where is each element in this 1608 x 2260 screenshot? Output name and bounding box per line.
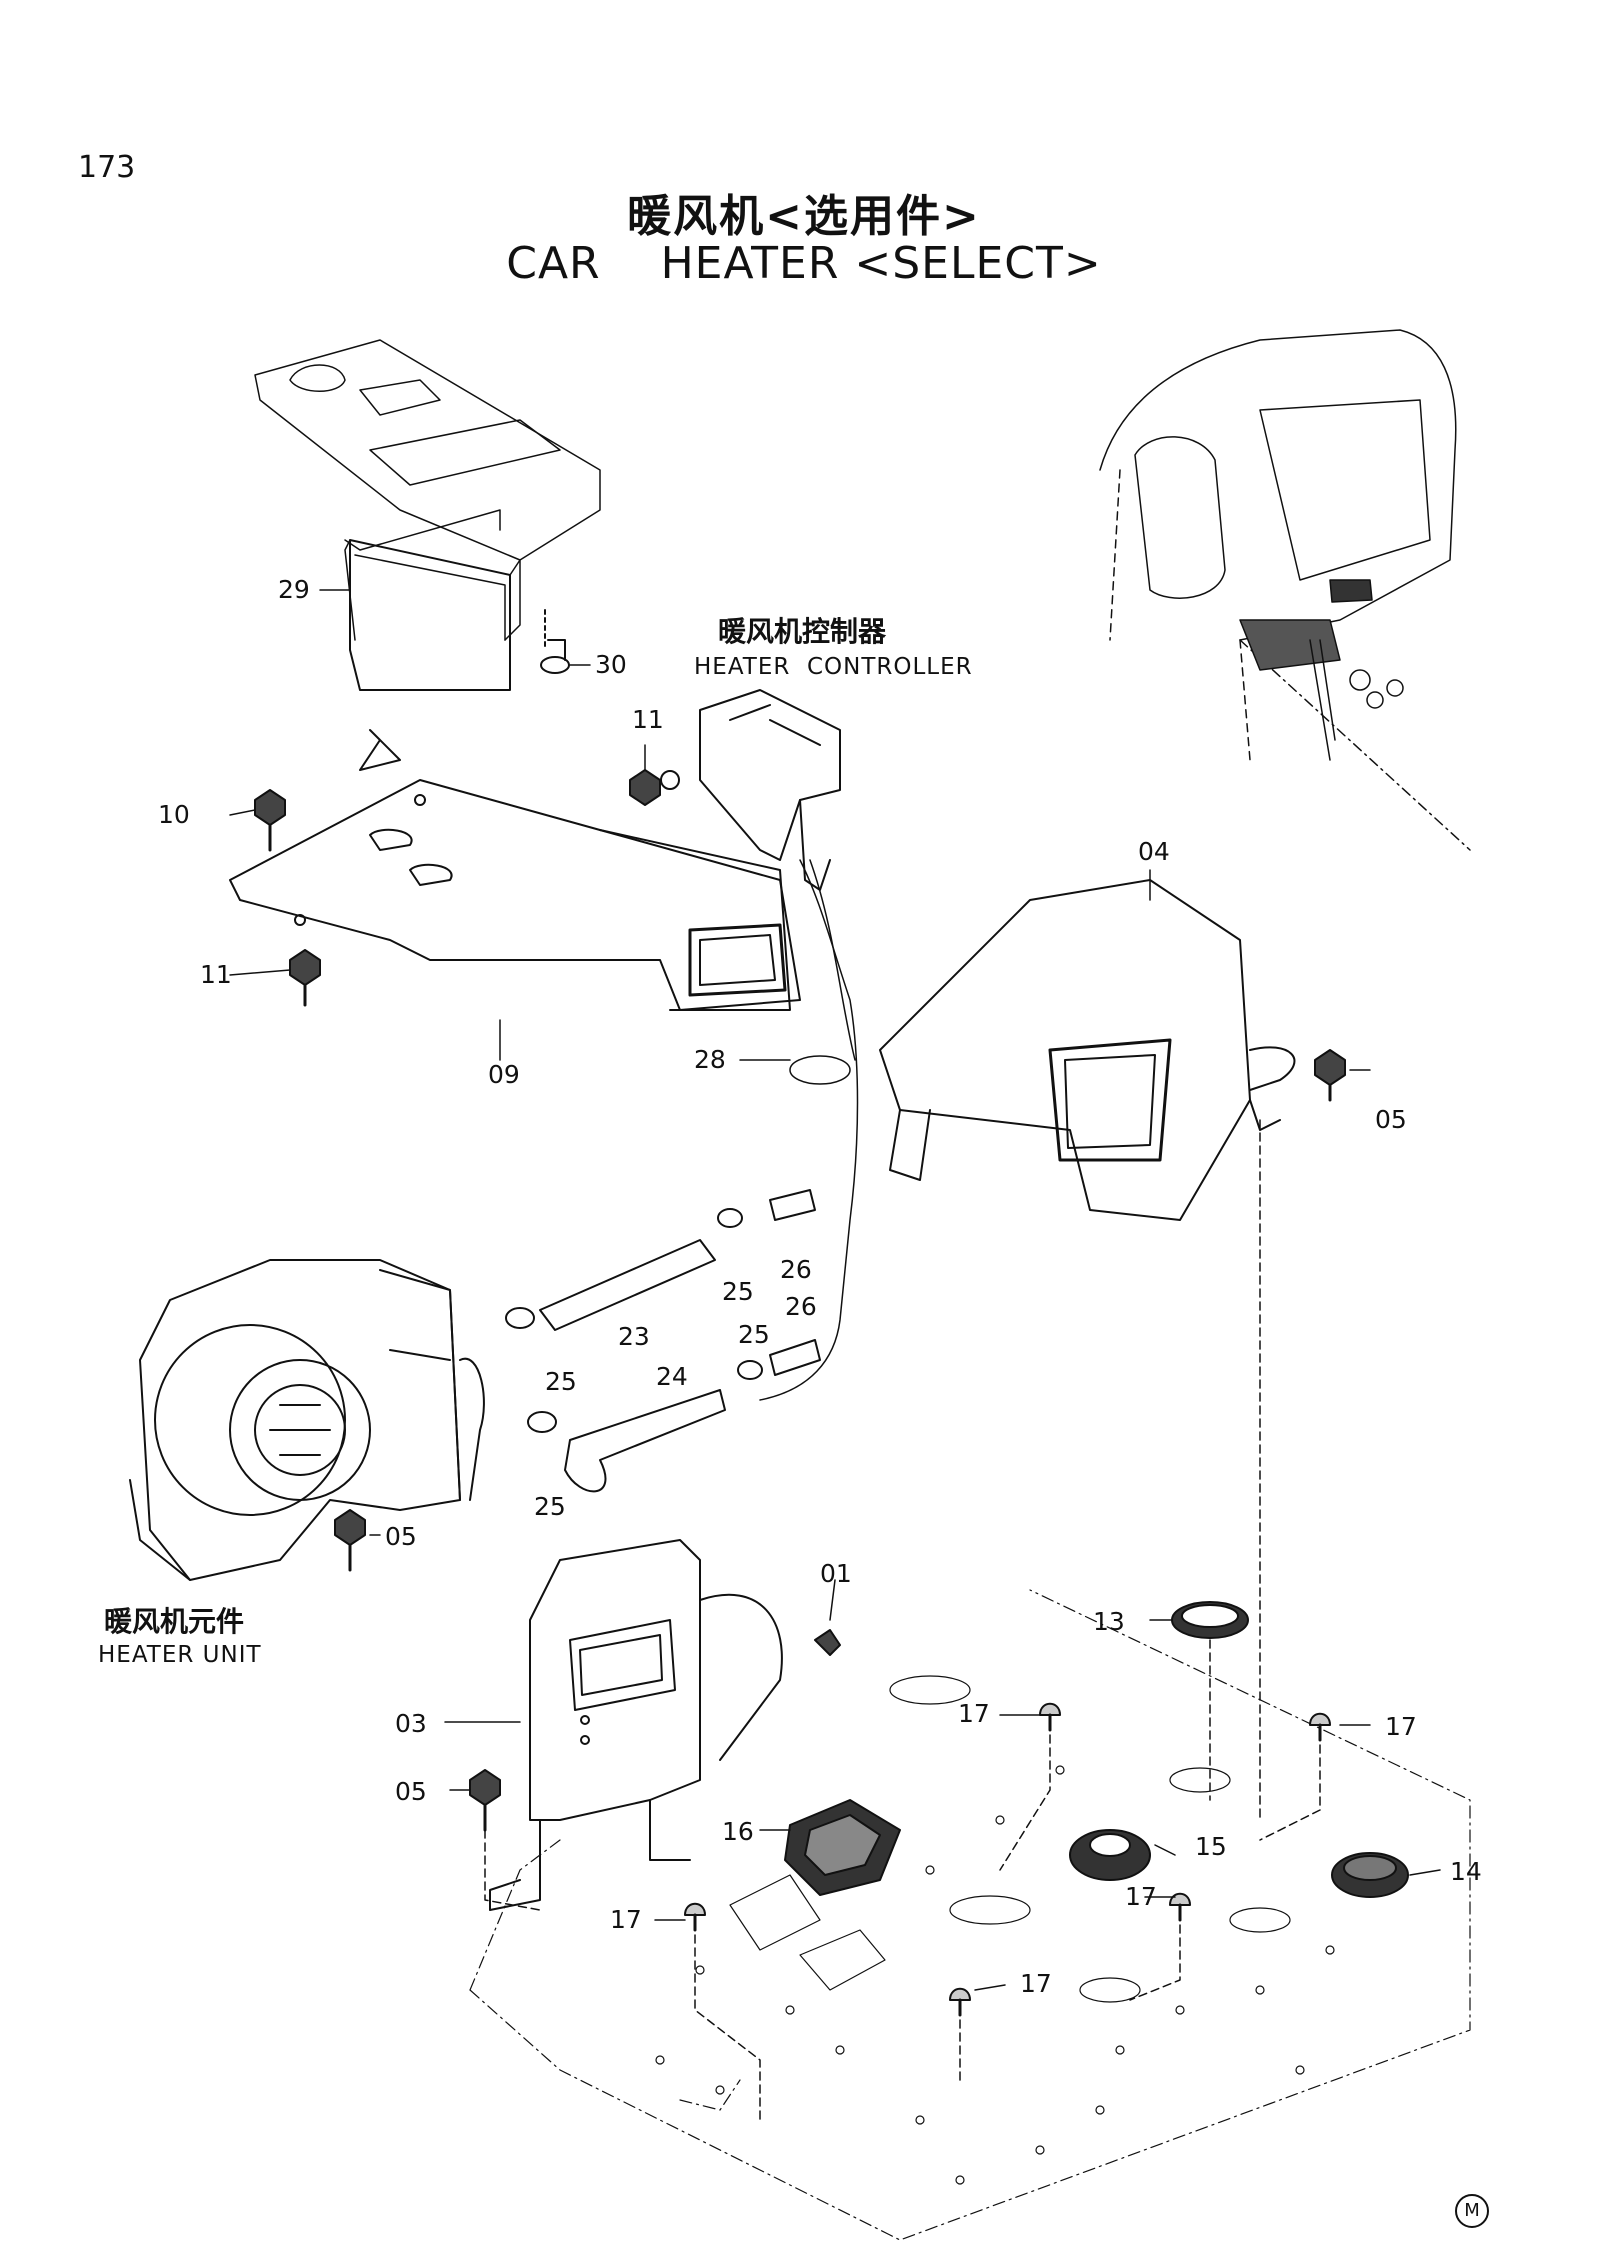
callout-11-a: 11 <box>632 705 664 734</box>
callout-labels: 29 30 11 10 11 09 04 28 05 26 25 26 25 2… <box>158 575 1482 1998</box>
page-number: 173 <box>78 150 136 185</box>
callout-23: 23 <box>618 1322 650 1351</box>
hose-23 <box>539 1239 716 1331</box>
heater-controller-label-en: HEATER CONTROLLER <box>694 654 973 680</box>
heater-unit-label-cn: 暖风机元件 <box>104 1605 245 1638</box>
heater-unit-label-en: HEATER UNIT <box>98 1642 262 1668</box>
grommet-15 <box>1069 1829 1151 1881</box>
bolts <box>254 769 1346 2017</box>
title-english: CAR HEATER <SELECT> <box>506 238 1102 289</box>
callout-10: 10 <box>158 800 190 829</box>
callout-04: 04 <box>1138 837 1170 866</box>
duct-plate-09 <box>229 729 801 1011</box>
cover-03 <box>489 1539 783 1911</box>
heater-controller-label-cn: 暖风机控制器 <box>718 615 887 648</box>
m-mark: M <box>1455 2194 1489 2228</box>
fittings-26 <box>769 1189 821 1376</box>
callout-17-b: 17 <box>1385 1712 1417 1741</box>
callout-30: 30 <box>595 650 627 679</box>
callout-26-b: 26 <box>785 1292 817 1321</box>
callout-17-e: 17 <box>1020 1969 1052 1998</box>
callout-29: 29 <box>278 575 310 604</box>
callout-05-b: 05 <box>385 1522 417 1551</box>
hose-24 <box>564 1389 726 1493</box>
leader-lines <box>229 589 1441 2121</box>
heater-controller-part <box>660 689 841 891</box>
floor-plate <box>469 1589 1471 2241</box>
bolt-30 <box>540 609 570 674</box>
callout-25-a: 25 <box>722 1277 754 1306</box>
callout-25-d: 25 <box>534 1492 566 1521</box>
title-chinese: 暖风机<选用件> <box>627 191 981 242</box>
heater-unit-part <box>129 1259 485 1581</box>
callout-25-b: 25 <box>738 1320 770 1349</box>
callout-15: 15 <box>1195 1832 1227 1861</box>
callout-17-d: 17 <box>1125 1882 1157 1911</box>
callout-03: 03 <box>395 1709 427 1738</box>
grommet-16 <box>784 1799 901 1896</box>
callout-11-b: 11 <box>200 960 232 989</box>
grommet-13 <box>1171 1601 1249 1639</box>
callout-13: 13 <box>1093 1607 1125 1636</box>
callout-17-c: 17 <box>610 1905 642 1934</box>
callout-05-c: 05 <box>395 1777 427 1806</box>
callout-09: 09 <box>488 1060 520 1089</box>
grommet-14 <box>1331 1852 1409 1898</box>
console-assembly <box>254 339 601 691</box>
callout-24: 24 <box>656 1362 688 1391</box>
callout-05-a: 05 <box>1375 1105 1407 1134</box>
callout-16: 16 <box>722 1817 754 1846</box>
callout-25-c: 25 <box>545 1367 577 1396</box>
callout-28: 28 <box>694 1045 726 1074</box>
harness-line <box>759 859 859 1401</box>
cab-overview <box>1099 329 1471 851</box>
floor-holes <box>655 1675 1385 2185</box>
callout-26-a: 26 <box>780 1255 812 1284</box>
callout-01: 01 <box>820 1559 852 1588</box>
callout-14: 14 <box>1450 1857 1482 1886</box>
callout-17-a: 17 <box>958 1699 990 1728</box>
clamps-25 <box>505 1208 763 1433</box>
duct-04 <box>879 879 1296 1221</box>
